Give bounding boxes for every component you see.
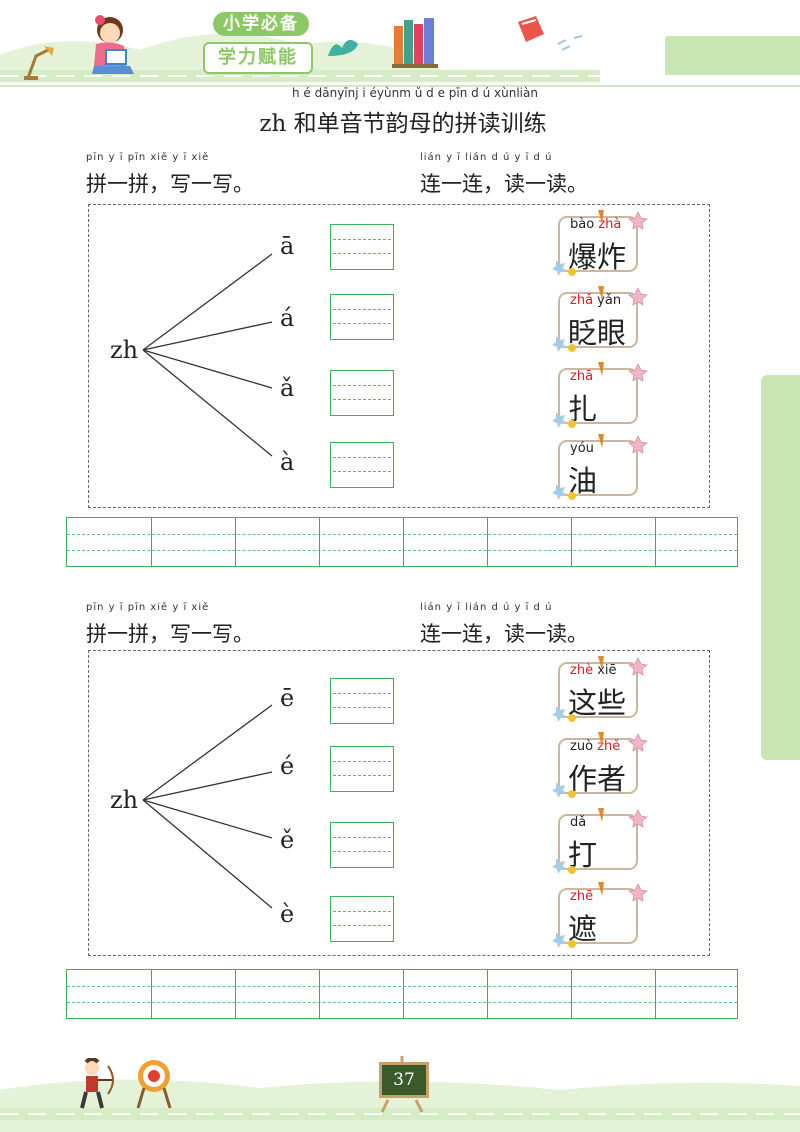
writing-box[interactable] [330, 896, 394, 942]
card-hanzi: 这些 [568, 686, 627, 720]
writing-box[interactable] [330, 746, 394, 792]
title-pinyin: h é dānyīnj i éyùnm ǔ d e pīn d ú xùnlià… [292, 86, 538, 100]
writing-box[interactable] [330, 442, 394, 488]
footer-decoration [0, 1079, 800, 1132]
card-pinyin: bào zhà [570, 217, 622, 232]
page-title: zh 和单音节韵母的拼读训练 [259, 111, 547, 137]
word-card[interactable]: bào zhà 爆炸 [554, 214, 638, 274]
vowel: ě [280, 826, 295, 854]
star-icon [628, 287, 648, 306]
vowel: é [280, 752, 295, 780]
star-icon [628, 435, 648, 454]
card-pinyin: zhǎ yǎn [570, 293, 622, 308]
sparkle-icon [557, 35, 583, 51]
instruction-pinyin-write: pīn y ī pīn xiě y ī xiě [86, 152, 210, 163]
instruction-connect: 连一连，读一读。 [420, 622, 588, 646]
dot-icon [568, 420, 576, 428]
flower-icon [552, 412, 566, 428]
word-card[interactable]: zhā 扎 [554, 366, 638, 426]
dot-icon [568, 492, 576, 500]
star-icon [628, 657, 648, 676]
writing-box[interactable] [330, 224, 394, 270]
writing-box[interactable] [330, 822, 394, 868]
initial-zh: zh [110, 336, 139, 364]
dot-icon [568, 344, 576, 352]
leaf-icon [328, 39, 358, 56]
flower-icon [552, 932, 566, 948]
archer-icon [80, 1058, 114, 1109]
pin-icon [598, 882, 604, 896]
page-number: 37 [379, 1062, 429, 1098]
vowel: è [280, 900, 295, 928]
word-card[interactable]: zhǎ yǎn 眨眼 [554, 290, 638, 350]
initial-zh: zh [110, 786, 139, 814]
vowel: ē [280, 684, 295, 712]
instruction-pinyin-connect: lián y ī lián d ú y ī d ú [420, 152, 553, 163]
star-icon [628, 809, 648, 828]
star-icon [628, 733, 648, 752]
pin-icon [598, 434, 604, 448]
word-card[interactable]: zhè xiē 这些 [554, 660, 638, 720]
girl-reading-icon [92, 15, 134, 74]
flower-icon [552, 706, 566, 722]
dot-icon [568, 268, 576, 276]
writing-box[interactable] [330, 294, 394, 340]
red-book-icon [518, 16, 544, 42]
card-pinyin: zhē [570, 889, 594, 904]
star-icon [628, 211, 648, 230]
flower-icon [552, 260, 566, 276]
header-badge-bottom: 学力赋能 [203, 42, 313, 74]
writing-box[interactable] [330, 370, 394, 416]
flower-icon [552, 484, 566, 500]
pin-icon [598, 210, 604, 224]
flower-icon [552, 336, 566, 352]
exercise-frame [88, 204, 710, 508]
dot-icon [568, 940, 576, 948]
card-pinyin: yóu [570, 441, 594, 456]
card-hanzi: 爆炸 [568, 240, 627, 274]
flower-icon [552, 782, 566, 798]
side-tab [761, 375, 800, 760]
flower-icon [552, 858, 566, 874]
word-card[interactable]: yóu 油 [554, 438, 638, 498]
pin-icon [598, 362, 604, 376]
target-icon [136, 1060, 172, 1108]
books-icon [392, 18, 438, 68]
pin-icon [598, 656, 604, 670]
instruction-pinyin-write: pīn y ī pīn xiě y ī xiě [86, 602, 210, 613]
star-icon [628, 883, 648, 902]
header-badge-top: 小学必备 [213, 12, 309, 36]
dot-icon [568, 790, 576, 798]
pin-icon [598, 732, 604, 746]
word-card[interactable]: zuò zhě 作者 [554, 736, 638, 796]
card-pinyin: dǎ [570, 815, 587, 830]
instruction-connect: 连一连，读一读。 [420, 172, 588, 196]
word-card[interactable]: zhē 遮 [554, 886, 638, 946]
vowel: á [280, 304, 295, 332]
vowel: ā [280, 232, 295, 260]
pin-icon [598, 286, 604, 300]
exercise-frame [88, 650, 710, 956]
card-hanzi: 眨眼 [568, 316, 627, 350]
card-pinyin: zuò zhě [570, 739, 621, 754]
dot-icon [568, 866, 576, 874]
pin-icon [598, 808, 604, 822]
instruction-pinyin-connect: lián y ī lián d ú y ī d ú [420, 602, 553, 613]
instruction-write: 拼一拼，写一写。 [86, 622, 254, 646]
writing-grid[interactable] [66, 969, 738, 1019]
writing-box[interactable] [330, 678, 394, 724]
instruction-write: 拼一拼，写一写。 [86, 172, 254, 196]
card-hanzi: 作者 [568, 762, 627, 796]
vowel: ǎ [280, 374, 295, 402]
dot-icon [568, 714, 576, 722]
writing-grid[interactable] [66, 517, 738, 567]
vowel: à [280, 448, 295, 476]
lamp-icon [24, 46, 54, 80]
star-icon [628, 363, 648, 382]
card-pinyin: zhā [570, 369, 594, 384]
